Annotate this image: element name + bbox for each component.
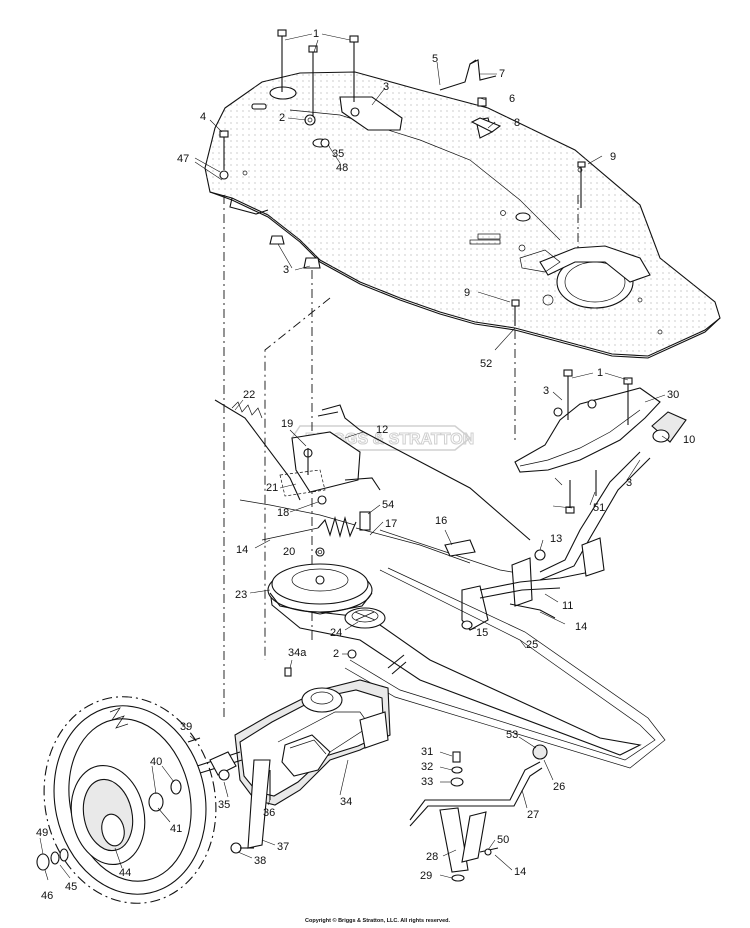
label-54: 54	[382, 499, 394, 511]
label-9b: 9	[464, 287, 470, 299]
label-32: 32	[421, 761, 433, 773]
label-6: 6	[509, 93, 515, 105]
label-14: 14	[236, 544, 248, 556]
label-53: 53	[506, 729, 518, 741]
label-10: 10	[683, 434, 695, 446]
label-35: 35	[332, 148, 344, 160]
label-22: 22	[243, 389, 255, 401]
label-15: 15	[476, 627, 488, 639]
main-frame	[204, 71, 721, 359]
label-3b: 3	[283, 264, 289, 276]
label-16: 16	[435, 515, 447, 527]
label-4: 4	[200, 111, 206, 123]
label-51: 51	[593, 502, 605, 514]
label-7: 7	[499, 68, 505, 80]
label-20: 20	[283, 546, 295, 558]
label-45: 45	[65, 881, 77, 893]
label-39: 39	[180, 721, 192, 733]
label-14c: 14	[514, 866, 526, 878]
label-12: 12	[376, 424, 388, 436]
label-2: 2	[279, 112, 285, 124]
label-38: 38	[254, 855, 266, 867]
pulley-belt	[267, 563, 666, 769]
label-3: 3	[383, 81, 389, 93]
label-26: 26	[553, 781, 565, 793]
label-3d: 3	[626, 477, 632, 489]
copyright-text: Copyright © Briggs & Stratton, LLC. All …	[305, 917, 451, 924]
label-49: 49	[36, 827, 48, 839]
label-21: 21	[266, 482, 278, 494]
label-47: 47	[177, 153, 189, 165]
brake-assembly	[409, 744, 548, 882]
label-48: 48	[336, 162, 348, 174]
label-40: 40	[150, 756, 162, 768]
label-27: 27	[527, 809, 539, 821]
linkage	[214, 399, 605, 631]
label-34: 34	[340, 796, 352, 808]
label-19: 19	[281, 418, 293, 430]
label-36: 36	[263, 807, 275, 819]
label-13: 13	[550, 533, 562, 545]
label-2b: 2	[333, 648, 339, 660]
label-46: 46	[41, 890, 53, 902]
label-3c: 3	[543, 385, 549, 397]
label-33: 33	[421, 776, 433, 788]
label-9: 9	[610, 151, 616, 163]
label-11: 11	[562, 600, 573, 612]
label-25: 25	[526, 639, 538, 651]
label-24: 24	[330, 627, 342, 639]
label-30: 30	[667, 389, 679, 401]
label-44: 44	[119, 867, 131, 879]
label-23: 23	[235, 589, 247, 601]
label-1b: 1	[597, 367, 603, 379]
label-8: 8	[514, 117, 520, 129]
label-52: 52	[480, 358, 492, 370]
label-5: 5	[432, 53, 438, 65]
label-31: 31	[421, 746, 433, 758]
label-29: 29	[420, 870, 432, 882]
label-1: 1	[313, 28, 319, 40]
label-18: 18	[277, 507, 289, 519]
pedal-bracket	[514, 369, 687, 581]
label-35b: 35	[218, 799, 230, 811]
label-41: 41	[170, 823, 182, 835]
label-14b: 14	[575, 621, 587, 633]
transaxle	[181, 654, 407, 854]
rear-wheel	[36, 696, 217, 904]
label-28: 28	[426, 851, 438, 863]
label-37: 37	[277, 841, 289, 853]
label-34a: 34a	[288, 647, 307, 659]
leader-lines	[39, 33, 669, 881]
label-17: 17	[385, 518, 397, 530]
part-labels: 1 5 7 3 6 2 4 8 35 48 47 9 3 9 52 1 30 3…	[36, 28, 695, 902]
label-50: 50	[497, 834, 509, 846]
